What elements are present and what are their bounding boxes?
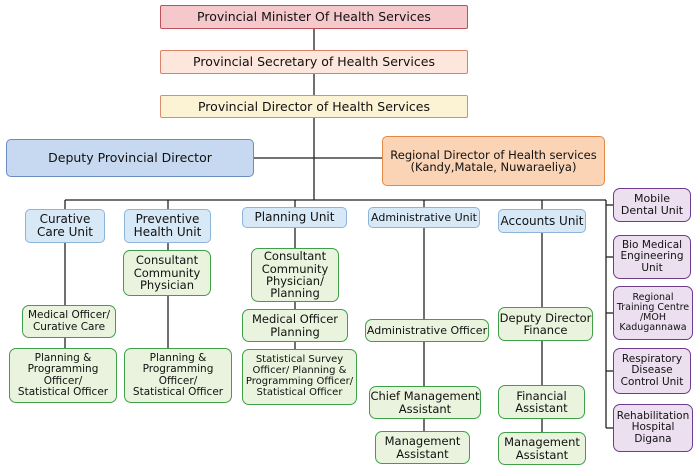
preventive-planning-officer-box: Planning & Programming Officer/ Statisti… [124,348,232,403]
deputy-provincial-director-box: Deputy Provincial Director [6,139,254,177]
respiratory-disease-control-unit-box: Respiratory Disease Control Unit [613,348,691,394]
medical-officer-curative-box: Medical Officer/ Curative Care [22,305,116,338]
consultant-community-physician-box: Consultant Community Physician [123,250,211,296]
financial-assistant-box: Financial Assistant [498,385,585,419]
consultant-physician-planning-box: Consultant Community Physician/ Planning [251,248,339,302]
chief-management-assistant-box: Chief Management Assistant [369,386,481,419]
provincial-director-box: Provincial Director of Health Services [160,95,468,118]
rehabilitation-hospital-box: Rehabilitation Hospital Digana [613,404,693,452]
planning-unit-box: Planning Unit [242,207,347,228]
preventive-health-unit-box: Preventive Health Unit [124,209,211,243]
curative-care-unit-box: Curative Care Unit [25,209,105,243]
provincial-secretary-box: Provincial Secretary of Health Services [160,50,468,74]
deputy-director-finance-box: Deputy Director Finance [498,307,593,341]
mobile-dental-unit-box: Mobile Dental Unit [613,188,691,222]
bio-medical-engineering-unit-box: Bio Medical Engineering Unit [613,235,691,279]
curative-planning-officer-box: Planning & Programming Officer/ Statisti… [9,348,117,403]
regional-director-box: Regional Director of Health services (Ka… [382,136,605,186]
accounts-unit-box: Accounts Unit [498,209,586,233]
administrative-unit-box: Administrative Unit [368,207,480,228]
regional-training-centre-box: Regional Training Centre /MOH Kadugannaw… [613,286,693,340]
medical-officer-planning-box: Medical Officer Planning [242,309,348,342]
administrative-officer-box: Administrative Officer [365,319,489,342]
statistical-survey-officer-box: Statistical Survey Officer/ Planning & P… [242,349,357,405]
accounts-management-assistant-box: Management Assistant [498,432,586,465]
provincial-minister-box: Provincial Minister Of Health Services [160,5,468,29]
admin-management-assistant-box: Management Assistant [375,431,470,464]
